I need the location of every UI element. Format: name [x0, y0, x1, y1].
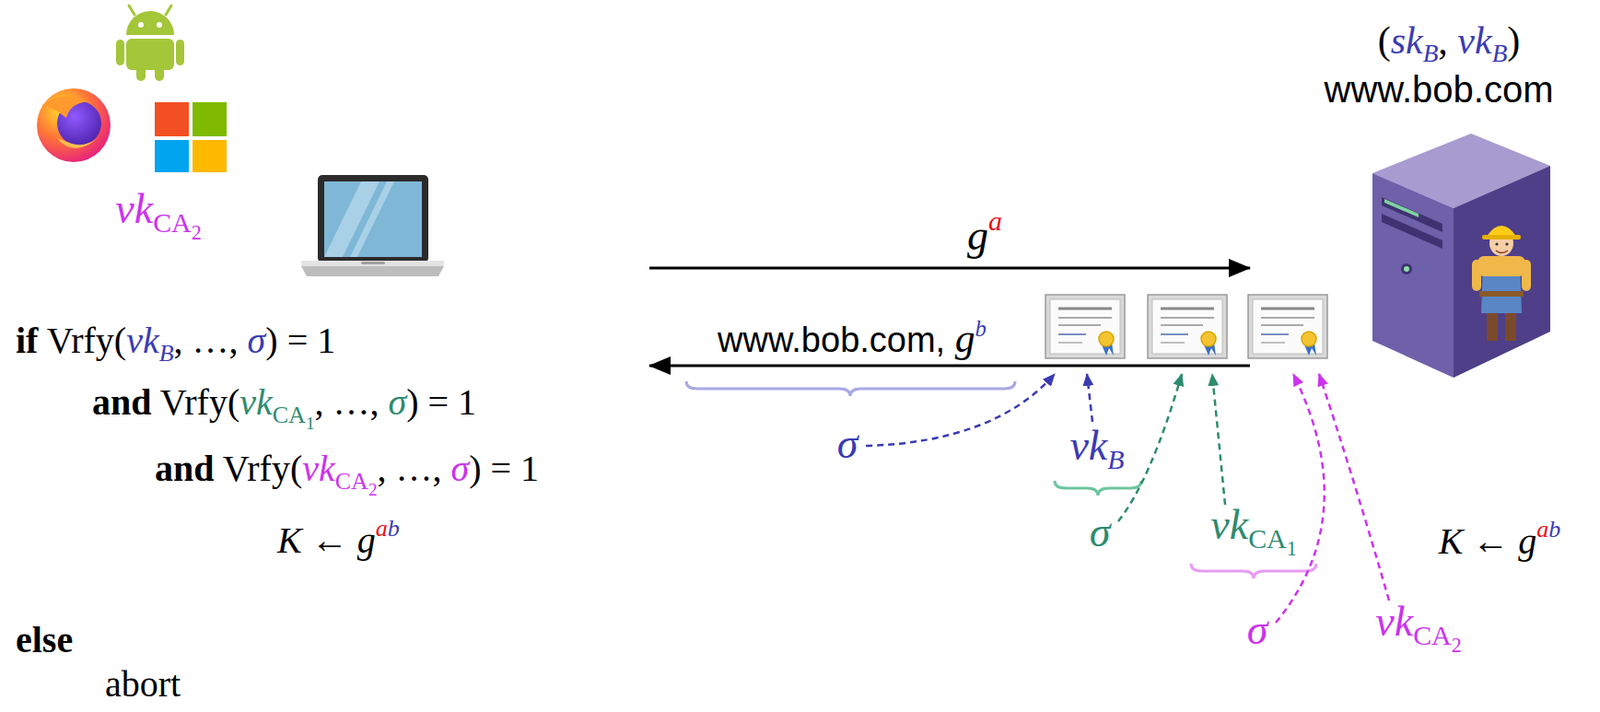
text-part: vk	[1210, 501, 1249, 549]
text-part: B	[1492, 39, 1508, 68]
text-part: vk	[1069, 421, 1108, 469]
text-part: vk	[239, 381, 273, 423]
text-part: and	[154, 447, 215, 490]
text-part: b	[387, 514, 400, 542]
text-part: B	[159, 339, 175, 367]
verify-line: if Vrfy(vkB, …, σ) = 1	[15, 319, 336, 368]
key-label: vkCA2	[1375, 597, 1461, 658]
text-part: CA	[335, 467, 369, 495]
text-part: σ	[450, 447, 469, 490]
signature-label: σ	[1089, 508, 1111, 558]
windows-icon	[154, 102, 227, 173]
text-part: σ	[1247, 606, 1269, 654]
server-node: (skB, vkB)www.bob.com	[1249, 9, 1591, 378]
text-part: a	[988, 205, 1003, 236]
key-pair-label: (skB, vkB)	[1378, 18, 1521, 70]
certificate-icon	[1248, 294, 1328, 359]
text-part: 1	[1286, 537, 1297, 561]
text-part: and	[92, 381, 152, 423]
leader-arrow	[865, 373, 1055, 446]
abort-line: abort	[105, 663, 181, 706]
text-part: CA	[272, 401, 306, 429]
text-part: σ	[837, 420, 859, 468]
brace	[1191, 563, 1317, 579]
key-derivation: K ← gab	[1438, 515, 1562, 563]
text-part: σ	[387, 381, 407, 423]
text-part: g	[357, 519, 376, 561]
text-part: σ	[247, 319, 267, 362]
android-icon	[116, 5, 185, 82]
text-part: sk	[1390, 19, 1424, 62]
laptop-icon	[301, 175, 444, 277]
text-part: K	[277, 519, 303, 561]
signature-label: σ	[837, 420, 859, 469]
key-label: vkCA2	[115, 185, 201, 246]
text-part: vk	[1457, 19, 1492, 62]
text-part: g	[1518, 520, 1537, 562]
key-label: vkCA1	[1210, 501, 1297, 561]
text-part: vk	[115, 185, 153, 233]
domain-label: www.bob.com	[1324, 68, 1554, 111]
text-part: g	[955, 315, 976, 361]
certificate-icon	[1045, 294, 1125, 359]
leader-arrow	[1212, 373, 1226, 505]
text-part: g	[967, 211, 989, 259]
verify-line: and Vrfy(vkCA1, …, σ) = 1	[92, 381, 477, 434]
server-icon	[1372, 133, 1551, 378]
text-part: CA	[1248, 523, 1287, 554]
else-keyword: else	[15, 618, 73, 662]
certificate-icon	[1147, 294, 1227, 359]
message-label: ga	[967, 205, 1003, 261]
text-part: vk	[1375, 597, 1414, 645]
text-part: σ	[1089, 508, 1111, 556]
firefox-icon	[36, 88, 111, 163]
text-part: 2	[191, 221, 202, 245]
text-part: 2	[1451, 633, 1462, 657]
text-part: a	[375, 514, 388, 542]
brace	[686, 381, 1016, 397]
brace	[1054, 480, 1142, 496]
text-part: if	[15, 319, 38, 362]
text-part: else	[15, 618, 73, 661]
text-part: CA	[152, 207, 192, 238]
text-part: b	[1548, 515, 1561, 543]
text-part: CA	[1413, 619, 1452, 651]
message-arrow	[649, 364, 1250, 368]
text-part: K	[1438, 520, 1464, 562]
message-label: www.bob.com, gb	[717, 315, 987, 362]
leader-arrow	[1118, 373, 1182, 522]
text-part: 2	[368, 479, 378, 500]
text-part: B	[1423, 39, 1439, 68]
leader-arrow	[1319, 373, 1390, 601]
key-label: vkB	[1069, 421, 1124, 477]
text-part: 1	[305, 413, 316, 433]
text-part: vk	[126, 319, 160, 362]
leader-arrow	[1086, 373, 1093, 422]
leader-arrow	[1275, 373, 1325, 623]
text-part: vk	[302, 447, 336, 490]
text-part: b	[975, 315, 987, 341]
signature-label: σ	[1247, 606, 1269, 655]
verify-line: and Vrfy(vkCA2, …, σ) = 1	[154, 447, 539, 501]
key-derivation: K ← gab	[277, 514, 400, 562]
message-arrow	[649, 267, 1250, 270]
text-part: a	[1536, 515, 1549, 543]
text-part: B	[1107, 443, 1124, 475]
